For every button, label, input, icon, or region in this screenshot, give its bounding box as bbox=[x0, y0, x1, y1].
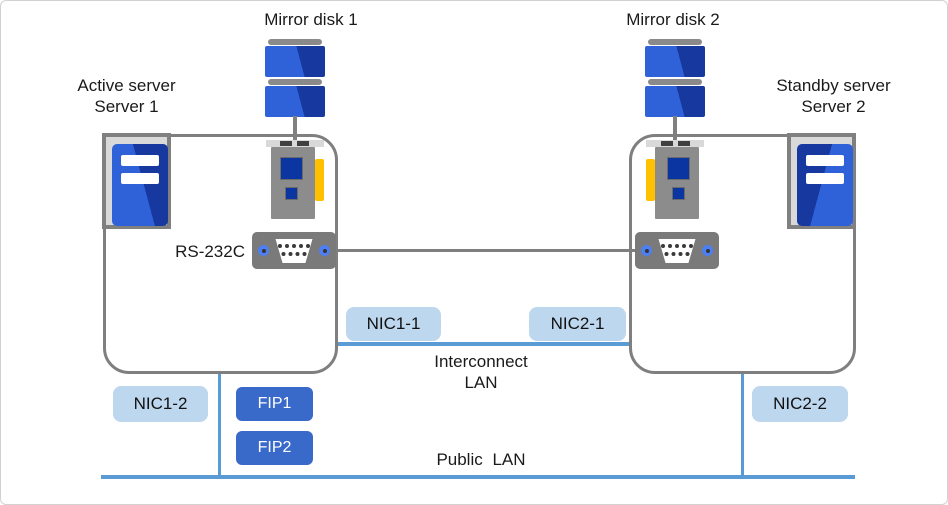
interconnect-lan-label: Interconnect LAN bbox=[434, 352, 528, 392]
dsub-pins bbox=[278, 244, 282, 248]
nic2-2-badge: NIC2-2 bbox=[752, 386, 848, 422]
disk-cap-icon bbox=[648, 79, 702, 85]
dsub-pins bbox=[661, 244, 665, 248]
server-2-public-drop-line bbox=[741, 374, 744, 477]
tower-drive-bay bbox=[121, 173, 159, 184]
card-port-slot bbox=[661, 141, 673, 146]
mirror-disk-1-label: Mirror disk 1 bbox=[264, 10, 358, 29]
tower-case bbox=[797, 144, 853, 226]
server-2-box bbox=[629, 134, 856, 374]
interconnect-lan-line bbox=[338, 342, 629, 346]
disk-cap-icon bbox=[648, 39, 702, 45]
nic1-1-badge: NIC1-1 bbox=[346, 307, 441, 341]
card-chip bbox=[285, 187, 298, 200]
card-edge-connector bbox=[315, 159, 324, 201]
disk-platter-icon bbox=[645, 46, 705, 77]
disk-cap-icon bbox=[268, 39, 322, 45]
server-2-name: Server 2 bbox=[801, 97, 866, 116]
server-2-tower-icon bbox=[787, 133, 856, 229]
card-chip bbox=[672, 187, 685, 200]
dsub-shell bbox=[275, 239, 313, 263]
card-port-slot bbox=[297, 141, 309, 146]
card-port-slot bbox=[280, 141, 292, 146]
rs232c-label: RS-232C bbox=[175, 242, 245, 261]
server-2-role: Standby server bbox=[776, 76, 891, 95]
server-1-name: Server 1 bbox=[94, 97, 159, 116]
disk-platter-icon bbox=[265, 86, 325, 117]
tower-drive-bay bbox=[806, 173, 844, 184]
card-chip bbox=[280, 157, 303, 180]
screw-icon bbox=[258, 245, 269, 256]
server-1-disk-card-icon bbox=[266, 116, 324, 219]
card-bracket bbox=[266, 140, 324, 147]
public-lan-line bbox=[101, 475, 855, 479]
disk-cable-stem bbox=[673, 116, 677, 142]
disk-cap-icon bbox=[268, 79, 322, 85]
tower-drive-bay bbox=[806, 155, 844, 166]
server-1-role: Active server bbox=[77, 76, 176, 95]
fip2-badge: FIP2 bbox=[236, 431, 313, 465]
dsub-shell bbox=[658, 239, 696, 263]
mirror-disk-2-icon bbox=[645, 39, 705, 117]
server-1-tower-icon bbox=[102, 133, 171, 229]
server-1-public-drop-line bbox=[218, 374, 221, 477]
tower-case bbox=[112, 144, 168, 226]
screw-icon bbox=[702, 245, 713, 256]
screw-icon bbox=[319, 245, 330, 256]
server-2-label: Standby server Server 2 bbox=[751, 75, 916, 117]
mirror-disk-2-label: Mirror disk 2 bbox=[626, 10, 720, 29]
nic1-2-badge: NIC1-2 bbox=[113, 386, 208, 422]
card-chip bbox=[667, 157, 690, 180]
card-port-slot bbox=[678, 141, 690, 146]
server-2-disk-card-icon bbox=[646, 116, 704, 219]
disk-cable-stem bbox=[293, 116, 297, 142]
nic2-1-badge: NIC2-1 bbox=[529, 307, 626, 341]
mirror-disk-1-icon bbox=[265, 39, 325, 117]
screw-icon bbox=[641, 245, 652, 256]
disk-platter-icon bbox=[645, 86, 705, 117]
tower-drive-bay bbox=[121, 155, 159, 166]
rs232c-link-line bbox=[333, 249, 637, 252]
server-2-serial-port-icon bbox=[635, 232, 719, 269]
server-1-label: Active server Server 1 bbox=[44, 75, 209, 117]
fip1-badge: FIP1 bbox=[236, 387, 313, 421]
card-edge-connector bbox=[646, 159, 655, 201]
card-bracket bbox=[646, 140, 704, 147]
server-1-box bbox=[103, 134, 338, 374]
disk-platter-icon bbox=[265, 46, 325, 77]
server-1-serial-port-icon bbox=[252, 232, 336, 269]
public-lan-label: Public LAN bbox=[436, 450, 526, 469]
